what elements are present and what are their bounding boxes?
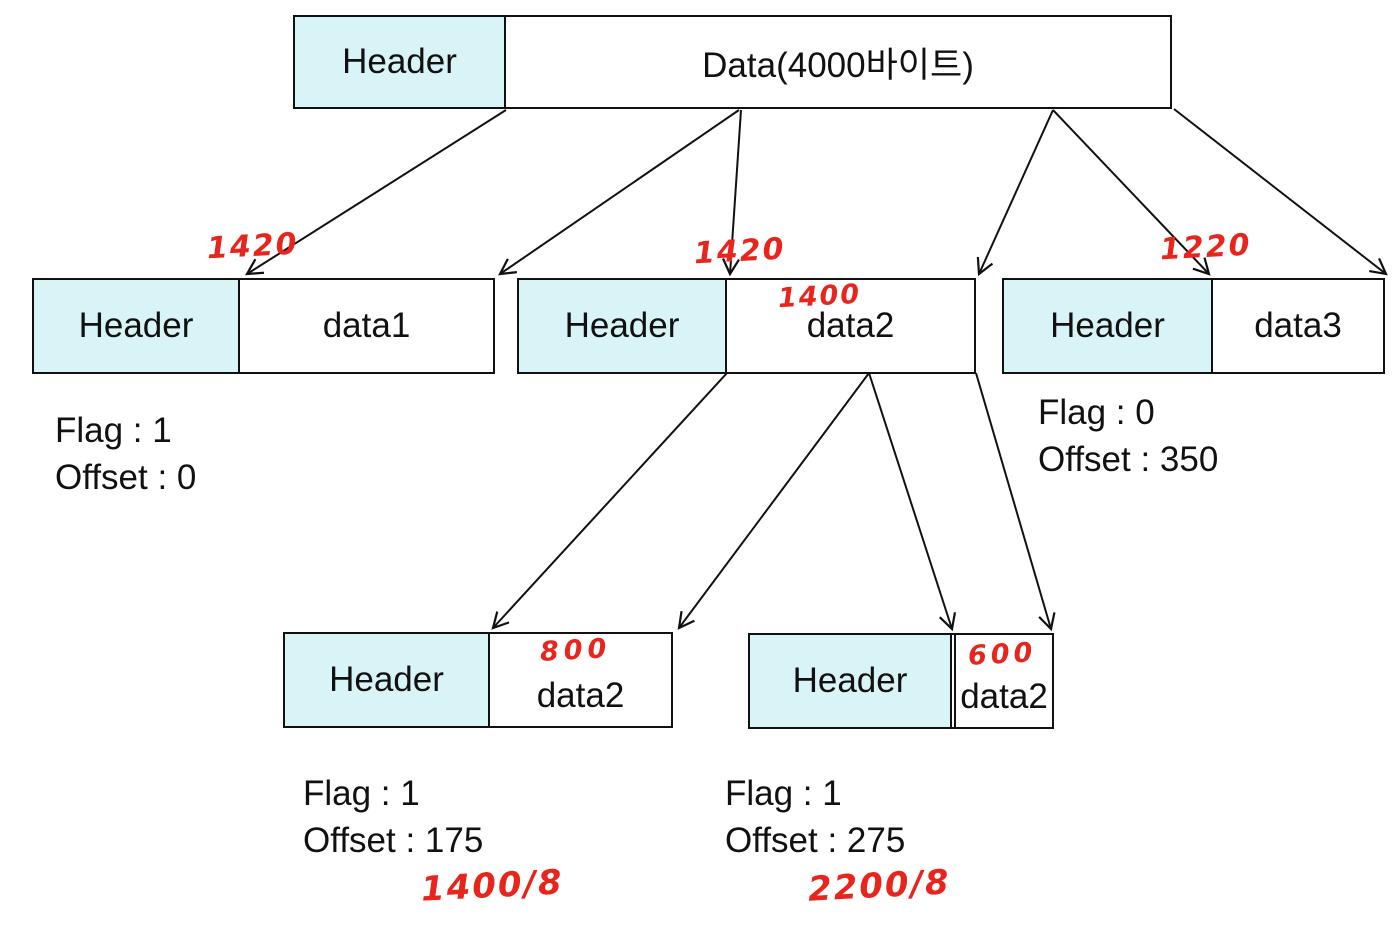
subfragment1-box: Header data2 <box>283 632 673 728</box>
subfragment1-data-label: data2 <box>536 676 625 715</box>
subfragment2-header-cell: Header <box>750 635 952 727</box>
fragment3-data-cell: data3 <box>1213 280 1383 372</box>
subfragment1-flag-label: Flag : 1 <box>303 774 420 813</box>
fragment1-offset-label: Offset : 0 <box>55 457 197 497</box>
original-packet-data-cell: Data(4000바이트) <box>506 17 1170 107</box>
subfragment2-data-label: data2 <box>960 677 1048 716</box>
fragment3-flag-label: Flag : 0 <box>1038 393 1155 432</box>
subfragment2-flag-offset: Flag : 1 Offset : 275 <box>725 771 905 864</box>
subfragment1-flag-offset: Flag : 1 Offset : 175 <box>303 771 483 864</box>
subfragment1-offset-label: Offset : 175 <box>303 820 484 860</box>
subfragment1-header-cell: Header <box>285 634 490 726</box>
fragment2-data-label: data2 <box>806 306 895 345</box>
arrow-top-to-frag2-end <box>976 109 1054 277</box>
subfragment1-header-label: Header <box>329 660 444 699</box>
fragment2-data-cell: data2 <box>727 280 974 372</box>
fragment1-header-label: Header <box>78 306 194 345</box>
data-size-annotation-subfragment2: 600 <box>967 637 1038 672</box>
fragment3-header-cell: Header <box>1004 280 1213 372</box>
fragment1-flag-offset: Flag : 1 Offset : 0 <box>55 408 196 501</box>
subfragment2-box: Header data2 <box>748 633 1054 729</box>
offset-calc-subfragment2: 2200/8 <box>807 862 952 910</box>
subfragment2-data-cell: data2 <box>954 635 1052 727</box>
arrow-frag2-to-sub1-boundary <box>491 372 728 630</box>
fragment3-data-label: data3 <box>1254 306 1342 345</box>
size-annotation-fragment1: 1420 <box>206 226 300 267</box>
fragment3-offset-label: Offset : 350 <box>1038 439 1219 479</box>
data-size-annotation-fragment2: 1400 <box>777 278 862 315</box>
fragment1-header-cell: Header <box>34 280 240 372</box>
fragment1-data-cell: data1 <box>240 280 493 372</box>
subfragment2-offset-label: Offset : 275 <box>725 820 906 860</box>
fragment3-box: Header data3 <box>1002 278 1385 374</box>
offset-calc-subfragment1: 1400/8 <box>420 862 565 910</box>
fragment1-flag-label: Flag : 1 <box>55 411 172 450</box>
fragment2-header-label: Header <box>564 306 680 345</box>
subfragment2-flag-label: Flag : 1 <box>725 774 842 813</box>
fragment1-data-label: data1 <box>322 306 411 345</box>
arrow-frag2-to-sub2-boundary <box>868 372 957 632</box>
original-packet-box: Header Data(4000바이트) <box>293 15 1172 109</box>
size-annotation-fragment3: 1220 <box>1159 227 1253 268</box>
data-size-annotation-subfragment1: 800 <box>539 633 613 668</box>
size-annotation-fragment2: 1420 <box>693 231 787 272</box>
original-packet-data-label: Data(4000바이트) <box>702 45 974 85</box>
fragment2-header-cell: Header <box>519 280 727 372</box>
fragment3-flag-offset: Flag : 0 Offset : 350 <box>1038 390 1218 483</box>
fragment3-header-label: Header <box>1050 306 1165 345</box>
subfragment1-data-cell: data2 <box>490 634 671 726</box>
arrow-frag2-to-sub1-end <box>677 372 870 630</box>
subfragment2-header-label: Header <box>792 661 908 700</box>
fragment2-box: Header data2 <box>517 278 976 374</box>
original-packet-header-cell: Header <box>295 17 506 107</box>
fragment1-box: Header data1 <box>32 278 495 374</box>
original-packet-header-label: Header <box>342 42 457 81</box>
